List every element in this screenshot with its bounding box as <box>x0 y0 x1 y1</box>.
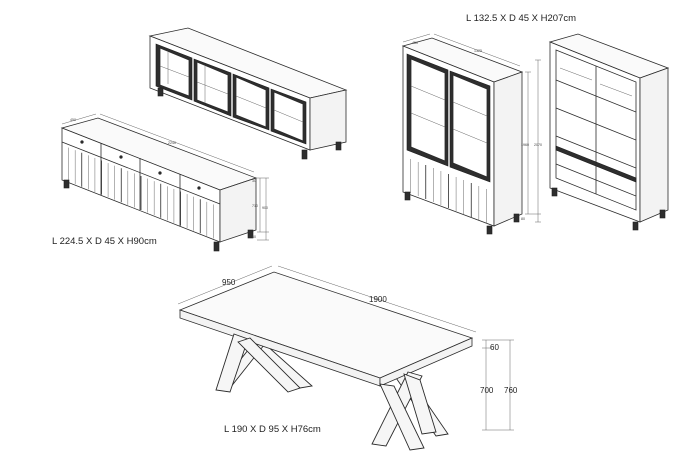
vitrine-depth-dim: 450 <box>412 41 418 45</box>
sideboard-height-dim-feet: 80 <box>252 235 256 239</box>
glass-vitrine-drawing <box>401 33 541 235</box>
tv-cabinet-drawing <box>148 27 348 160</box>
table-depth-dim: 950 <box>222 278 236 287</box>
vitrine-height-dim-feet: 80 <box>521 217 525 221</box>
vitrine-width-dim: 1325 <box>474 49 482 53</box>
sideboard-caption: L 224.5 X D 45 X H90cm <box>52 236 157 247</box>
vitrine-height-dim-body: 1960 <box>521 143 529 147</box>
table-total-height-dim: 760 <box>504 386 518 395</box>
table-length-dim: 1900 <box>369 295 387 304</box>
vitrine-caption: L 132.5 X D 45 X H207cm <box>466 13 576 24</box>
table-leg-height-dim: 700 <box>480 386 494 395</box>
dining-table-drawing <box>177 265 514 451</box>
sideboard-height-dim-top: 30 <box>252 179 256 183</box>
sideboard-height-dim-body: 710 <box>252 204 258 208</box>
sideboard-depth-dim: 450 <box>70 118 76 122</box>
table-top-thickness-dim: 60 <box>490 343 499 352</box>
sideboard-drawing <box>60 113 269 252</box>
vitrine-height-dim-total: 2070 <box>534 143 542 147</box>
sideboard-width-dim: 2240 <box>168 141 176 145</box>
vitrine-interior-drawing <box>548 33 670 231</box>
table-caption: L 190 X D 95 X H76cm <box>224 424 321 435</box>
sideboard-height-dim-total: 900 <box>262 206 268 210</box>
